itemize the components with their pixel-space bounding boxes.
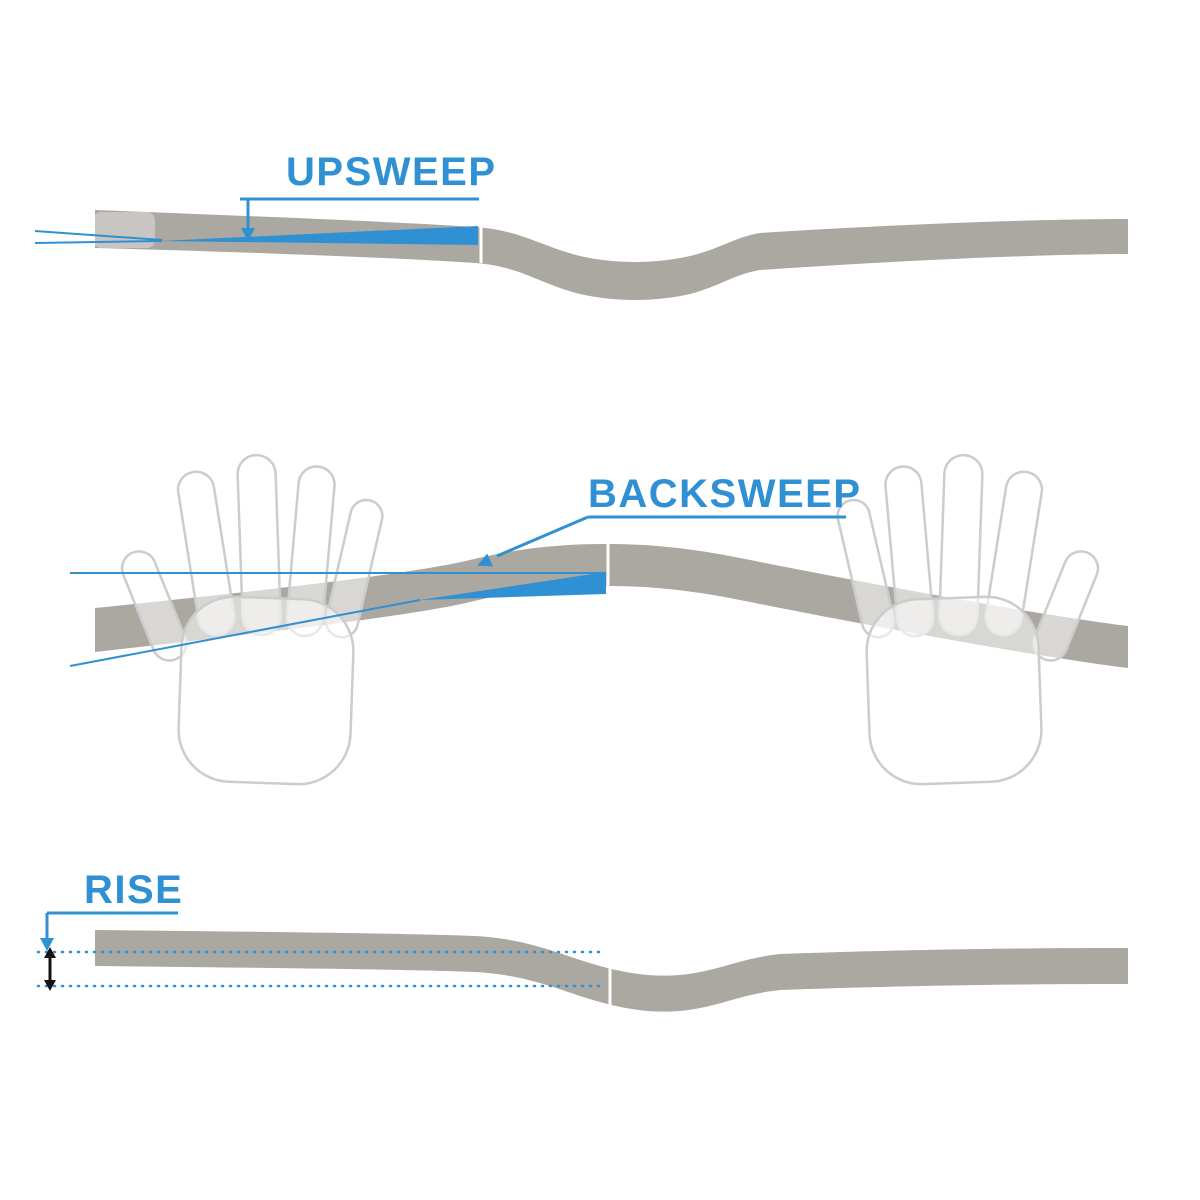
backsweep-angle-wedge <box>420 572 606 600</box>
backsweep-diagram <box>69 453 1128 786</box>
left-palm <box>177 595 355 786</box>
upsweep-angle-wedge <box>160 226 478 245</box>
right-thumb <box>1032 550 1100 662</box>
right-hand-outline <box>836 453 1100 786</box>
handlebar-side-view <box>95 210 1128 300</box>
upsweep-reference-line-top <box>34 230 163 241</box>
backsweep-reference-line-sloped <box>69 599 421 667</box>
upsweep-reference-line-bottom <box>34 240 163 244</box>
backsweep-arrow-stem <box>496 515 589 558</box>
backsweep-arrowhead <box>477 553 493 567</box>
rise-label: RISE <box>84 868 184 912</box>
upsweep-diagram <box>34 197 1128 300</box>
right-palm <box>865 595 1043 786</box>
rise-measure-arrowhead-down <box>44 980 56 991</box>
backsweep-label: BACKSWEEP <box>588 472 862 516</box>
left-thumb <box>120 550 188 662</box>
left-hand-outline <box>120 453 384 786</box>
rise-arrowhead <box>40 938 54 951</box>
rise-diagram <box>36 911 1128 1012</box>
rise-measure-arrowhead-up <box>44 947 56 958</box>
upsweep-label: UPSWEEP <box>286 150 497 194</box>
upsweep-arrowhead <box>241 228 255 241</box>
